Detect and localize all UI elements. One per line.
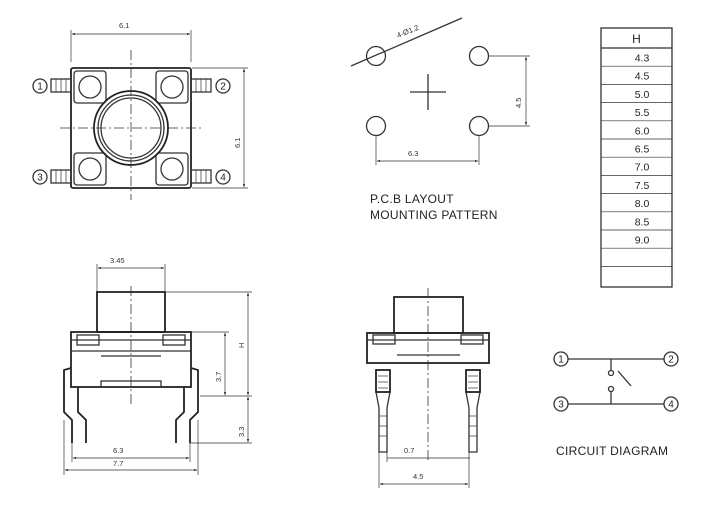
front-dim-6-3: 6.3: [113, 446, 123, 455]
pcb-h-dim: 6.3: [408, 149, 418, 158]
top-pin-3: 3: [32, 169, 48, 185]
circuit-caption: CIRCUIT DIAGRAM: [556, 444, 668, 458]
svg-text:3: 3: [37, 173, 43, 184]
height-cell: 7.0: [635, 162, 650, 174]
side-dim-0-7: 0.7: [404, 446, 414, 455]
svg-text:1: 1: [37, 82, 43, 93]
front-top-dim: 3.45: [110, 256, 125, 265]
top-view: 6.1 6.1: [32, 21, 248, 200]
height-cell: 4.5: [635, 71, 650, 83]
height-cell: 4.3: [635, 53, 650, 65]
top-pin-2: 2: [215, 78, 231, 94]
pcb-layout: 4-Ø1.2 4.5 6.3 P.C.B LAYOUT MOUNTING PAT…: [350, 17, 530, 222]
svg-text:2: 2: [668, 355, 674, 366]
side-dim-4-5: 4.5: [413, 472, 423, 481]
height-cell: 8.0: [635, 198, 650, 210]
pcb-caption-line1: P.C.B LAYOUT: [370, 192, 454, 206]
height-cell: 9.0: [635, 235, 650, 247]
circuit-pin-4: 4: [663, 396, 679, 412]
front-view: 3.45 H 3.7 3.3 6.3: [63, 256, 252, 475]
front-dim-7-7: 7.7: [113, 459, 123, 468]
front-dim-3-3: 3.3: [237, 427, 246, 437]
side-view: 0.7 4.5: [366, 288, 490, 488]
circuit-pin-3: 3: [553, 396, 569, 412]
pcb-v-dim: 4.5: [514, 98, 523, 108]
top-pin-4: 4: [215, 169, 231, 185]
circuit-diagram: 1 2 3 4 CIRCUIT DIAGRAM: [553, 351, 679, 458]
svg-text:4: 4: [668, 400, 674, 411]
height-cell: 7.5: [635, 180, 650, 192]
height-cell: 6.5: [635, 144, 650, 156]
front-h-label: H: [237, 343, 246, 348]
height-table: H 4.3 4.5 5.0 5.5 6.0 6.5 7.0 7.5 8.0 8.…: [600, 27, 673, 288]
height-table-header: H: [632, 32, 641, 46]
top-width-dim: 6.1: [119, 21, 129, 30]
top-height-dim: 6.1: [233, 138, 242, 148]
pcb-caption-line2: MOUNTING PATTERN: [370, 208, 498, 222]
height-cell: 8.5: [635, 216, 650, 228]
height-cell: 6.0: [635, 125, 650, 137]
svg-text:4: 4: [220, 173, 226, 184]
height-cell: 5.5: [635, 107, 650, 119]
height-cell: 5.0: [635, 89, 650, 101]
top-pin-1: 1: [32, 78, 48, 94]
circuit-pin-2: 2: [663, 351, 679, 367]
front-dim-3-7: 3.7: [214, 372, 223, 382]
circuit-pin-1: 1: [553, 351, 569, 367]
svg-text:2: 2: [220, 82, 226, 93]
svg-text:3: 3: [558, 400, 564, 411]
svg-text:1: 1: [558, 355, 564, 366]
